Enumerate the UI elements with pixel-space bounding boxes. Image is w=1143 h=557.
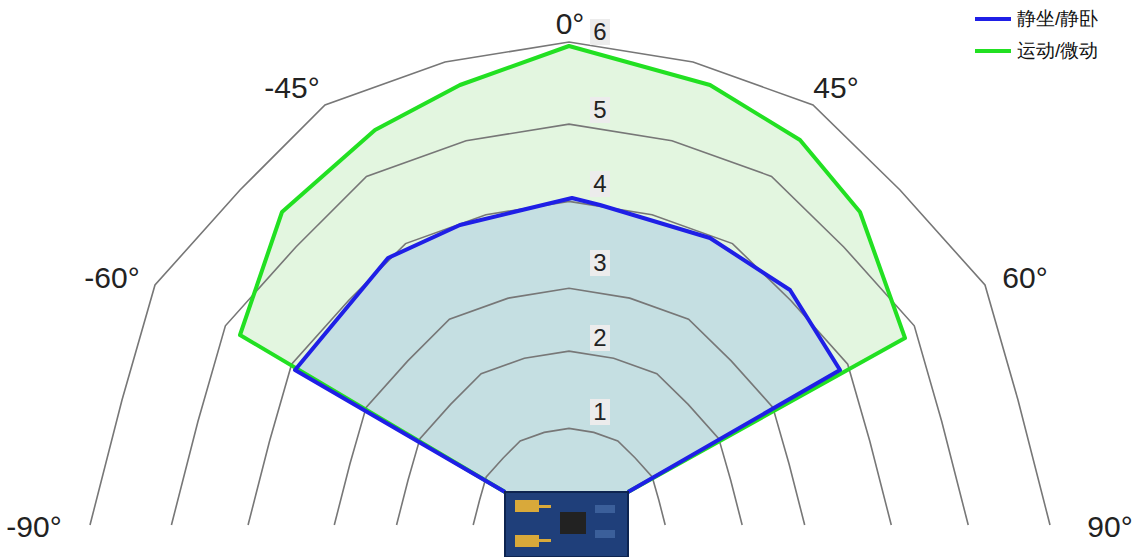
- static-outline: [295, 198, 840, 492]
- legend-swatch: [975, 17, 1011, 21]
- sensor-board: [505, 492, 628, 557]
- legend-text: 静坐/静卧: [1017, 6, 1098, 32]
- range-ring: [248, 201, 891, 525]
- angle-label: 90°: [1087, 512, 1132, 542]
- static-area: [295, 198, 840, 492]
- range-number: 2: [590, 325, 609, 351]
- range-ring: [171, 124, 968, 525]
- legend-text: 运动/微动: [1017, 38, 1098, 64]
- angle-label: -60°: [84, 263, 139, 293]
- angle-label: 45°: [813, 73, 858, 103]
- range-ring: [334, 288, 804, 525]
- range-number: 1: [590, 399, 609, 425]
- angle-label: 0°: [556, 9, 585, 39]
- range-number: 5: [590, 97, 609, 123]
- range-number: 4: [590, 171, 609, 197]
- motion-outline: [240, 46, 905, 492]
- legend-row: 运动/微动: [975, 38, 1098, 64]
- angle-label: -45°: [264, 73, 319, 103]
- motion-area: [240, 46, 905, 492]
- angle-label: 60°: [1002, 263, 1047, 293]
- legend-swatch: [975, 49, 1011, 53]
- range-number: 3: [590, 250, 609, 276]
- angle-label: -90°: [6, 512, 61, 542]
- legend-row: 静坐/静卧: [975, 6, 1098, 32]
- range-ring: [90, 42, 1050, 525]
- range-number: 6: [590, 19, 609, 45]
